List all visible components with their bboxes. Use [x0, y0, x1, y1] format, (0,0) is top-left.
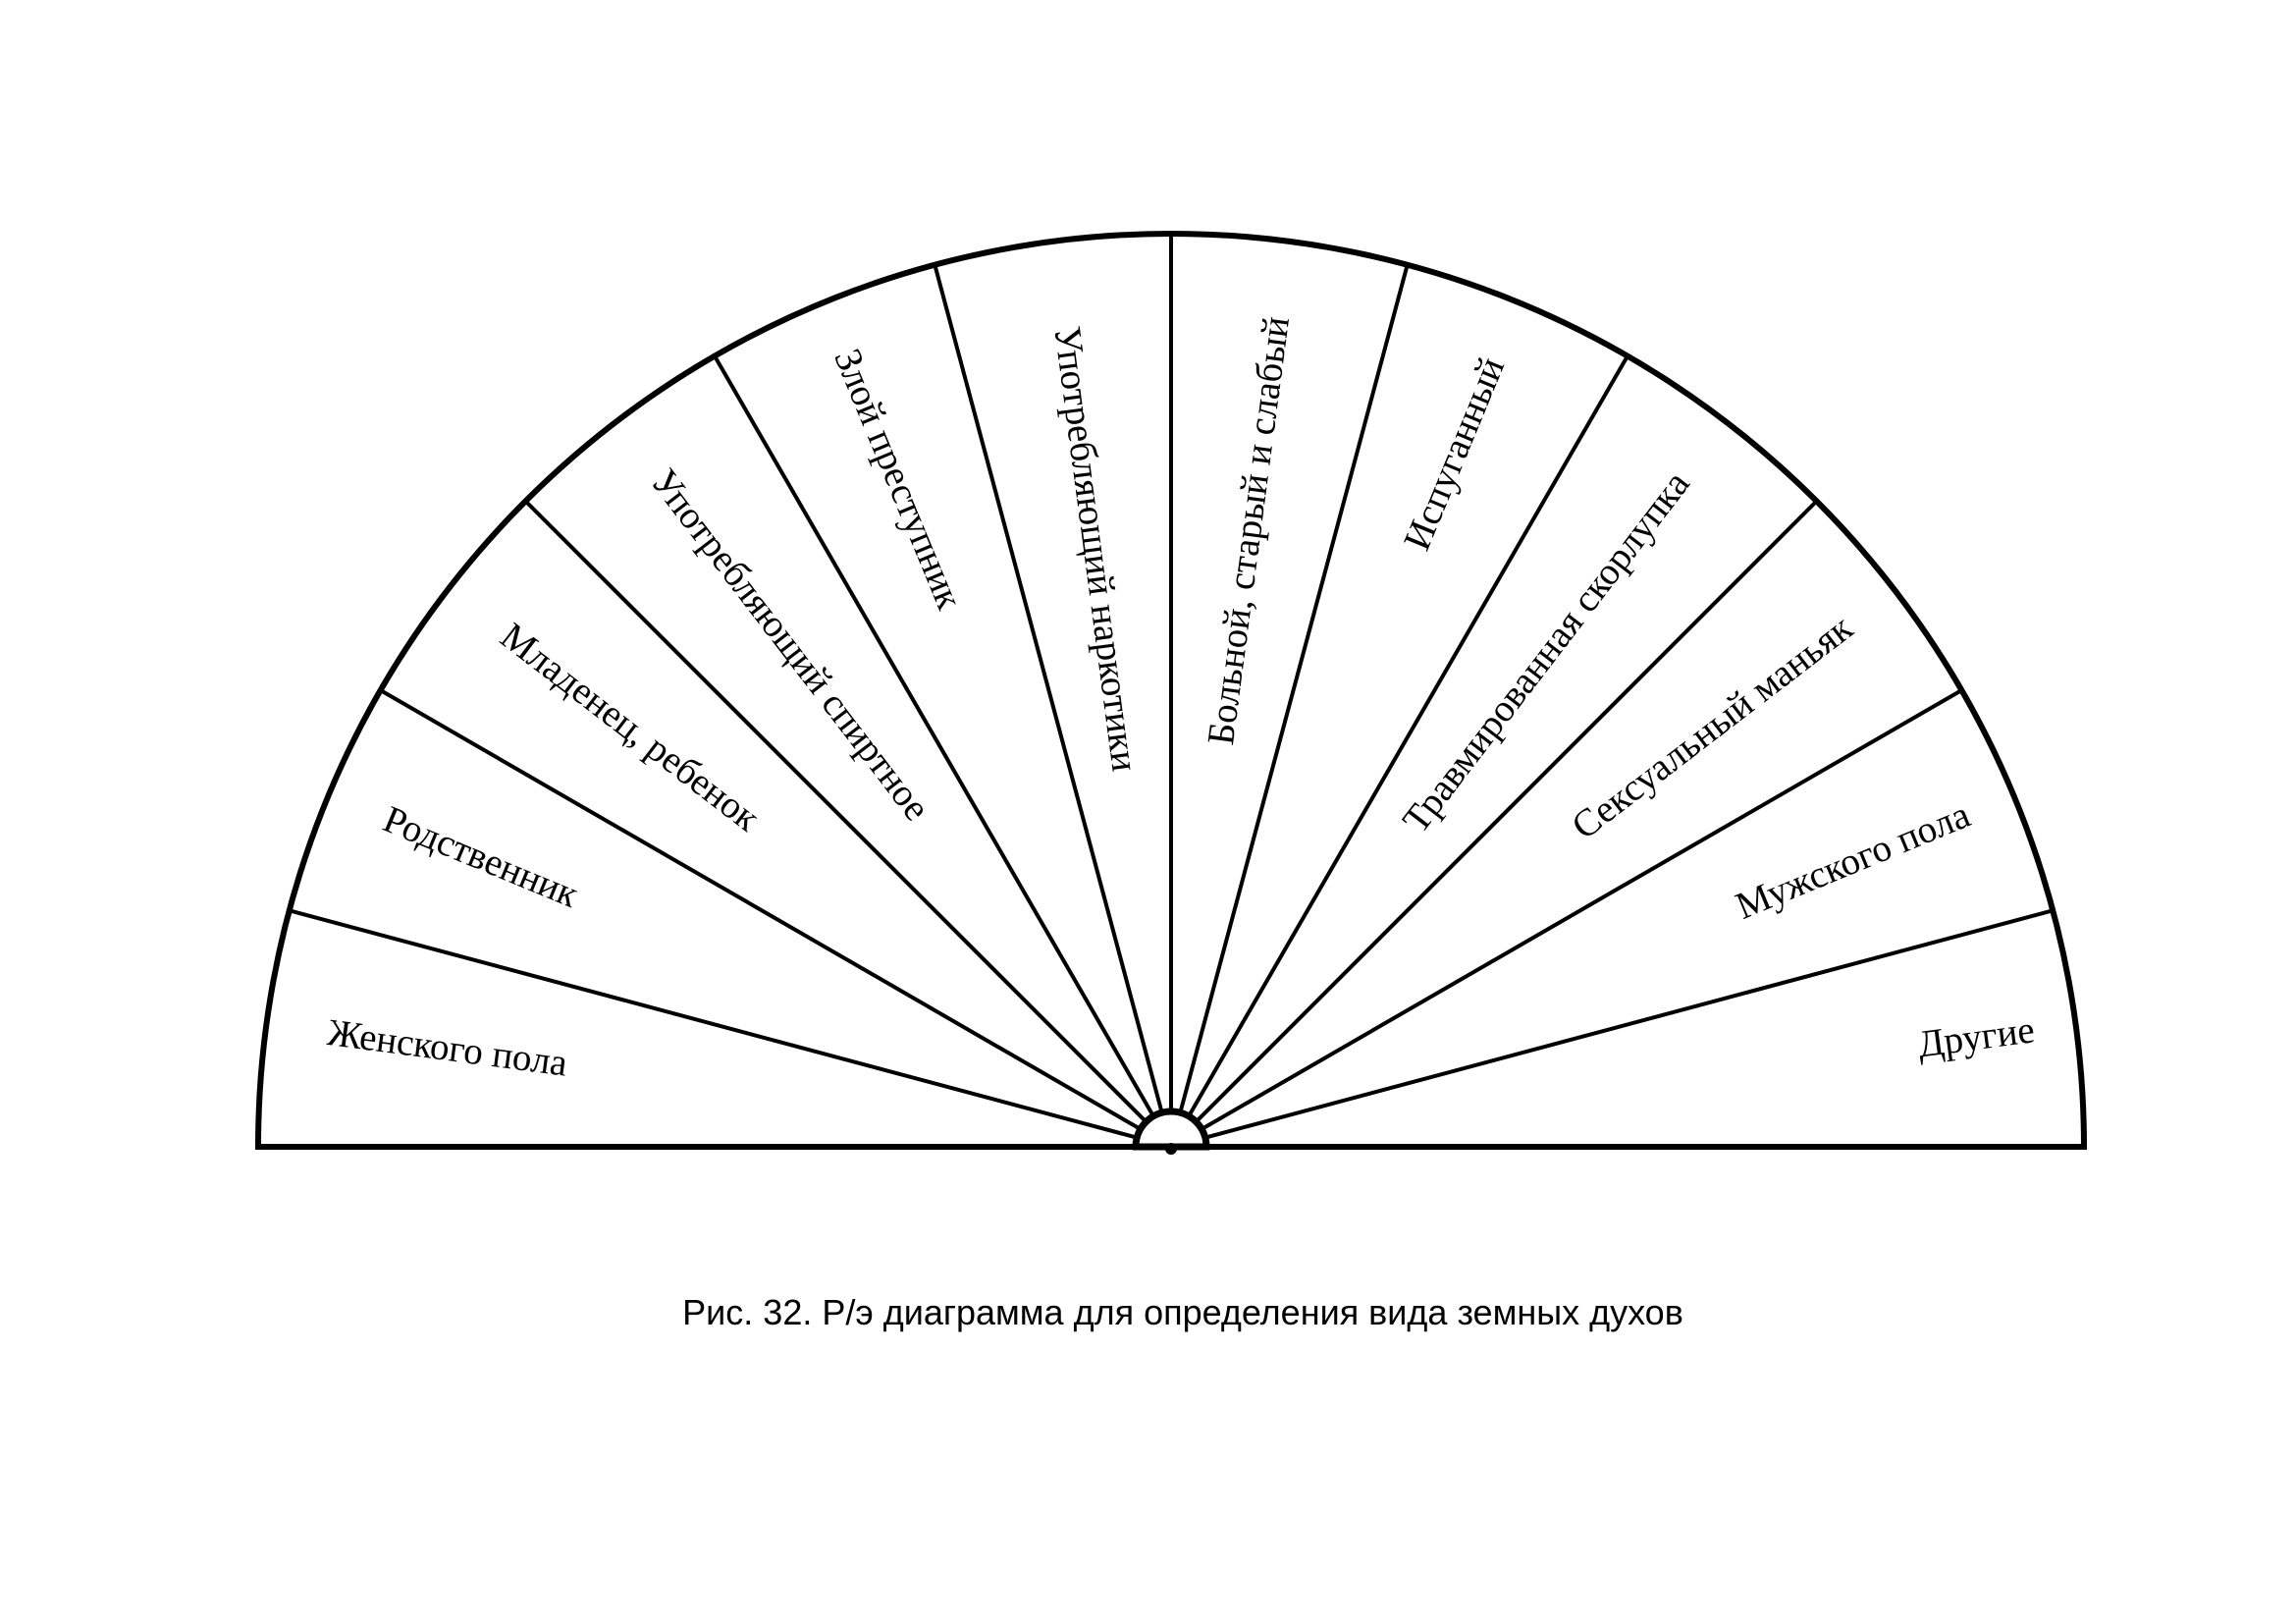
center-semicircle	[1132, 1108, 1210, 1151]
sector-divider	[1201, 688, 1963, 1131]
sector-divider	[523, 499, 1148, 1123]
outer-arc	[255, 231, 2087, 1148]
sector-divider	[379, 688, 1142, 1131]
sector-label: Употребляющий наркотики	[1045, 324, 1146, 774]
sector-divider	[1178, 264, 1410, 1113]
sector-divider	[713, 354, 1155, 1117]
sector-label: Женского пола	[325, 1011, 569, 1085]
sector-label: Родственник	[377, 798, 584, 916]
sector-label: Другие	[1915, 1008, 2037, 1065]
sector-label: Злой преступник	[826, 343, 971, 615]
sector-divider	[1195, 499, 1819, 1123]
sector-label: Мужского пола	[1730, 793, 1976, 928]
sector-divider	[289, 908, 1138, 1140]
sector-label: Сексуальный маньяк	[1564, 607, 1860, 848]
sector-label: Испуганный	[1396, 352, 1513, 557]
sector-divider	[933, 264, 1164, 1113]
sector-label: Младенец, ребенок	[493, 615, 768, 839]
sector-divider	[1204, 908, 2054, 1140]
figure-caption: Рис. 32. Р/э диаграмма для определения в…	[682, 1292, 1683, 1332]
sector-divider	[1187, 354, 1629, 1117]
center-pivot-dot	[1165, 1143, 1177, 1155]
sector-label: Больной, старый и слабый	[1200, 314, 1298, 747]
